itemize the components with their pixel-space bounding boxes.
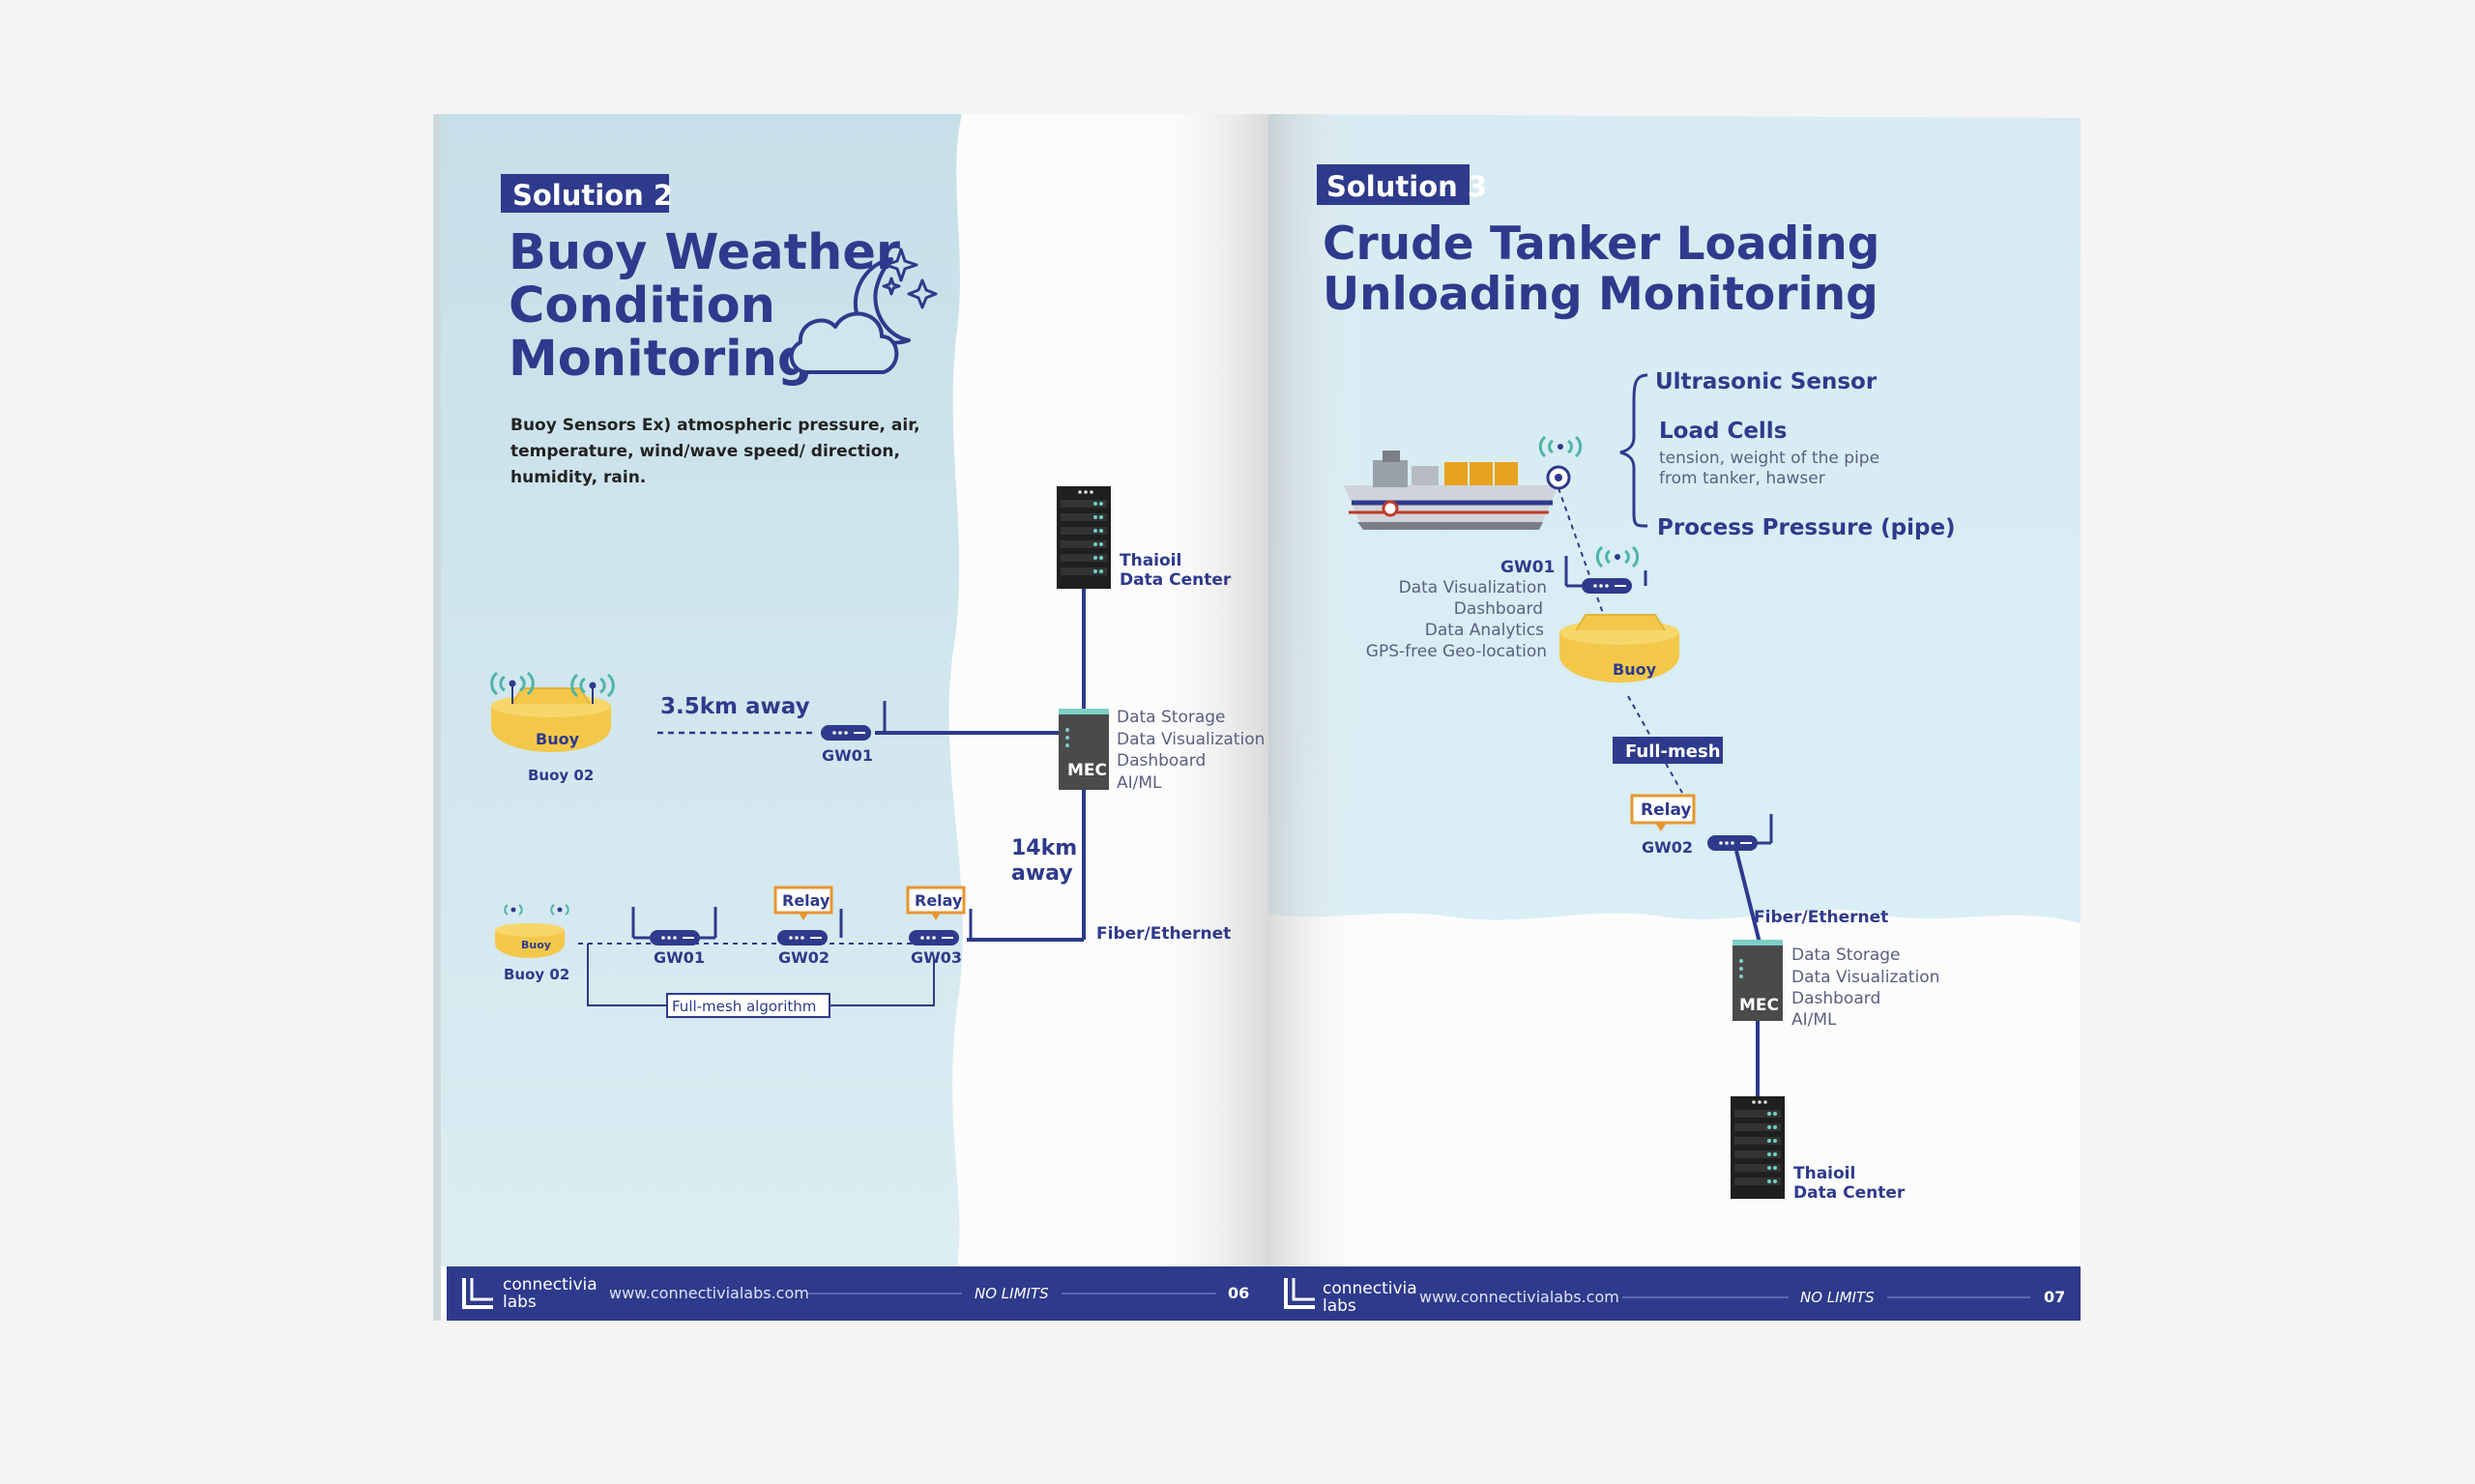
buoy-label: Buoy <box>1613 660 1657 679</box>
buoy-icon <box>490 671 615 752</box>
fiber-label: Fiber/Ethernet <box>1096 924 1231 944</box>
brand-name: connectivia <box>1323 1279 1417 1298</box>
gw01-router-icon <box>1581 577 1633 595</box>
gw01-label: GW01 <box>1500 558 1555 577</box>
gw02-label: GW02 <box>778 948 830 967</box>
mec-feature-3: Dashboard <box>1117 751 1206 771</box>
fullmesh-badge <box>1613 737 1723 764</box>
page-number: 06 <box>1228 1284 1249 1302</box>
brand-name-suffix: labs <box>1323 1296 1356 1316</box>
buoy-icon <box>1559 614 1679 683</box>
gw03-label: GW03 <box>911 948 962 967</box>
mec-feature-3: Dashboard <box>1791 989 1880 1008</box>
buoy-small-label: Buoy <box>521 939 551 951</box>
mec-feature-2: Data Visualization <box>1791 968 1939 987</box>
solution-badge <box>501 174 669 213</box>
mec-feature-1: Data Storage <box>1117 708 1226 727</box>
footer-slogan: NO LIMITS <box>975 1285 1049 1302</box>
fiber-label: Fiber/Ethernet <box>1754 908 1888 927</box>
gw01-label: GW01 <box>822 746 873 765</box>
footer-slogan: NO LIMITS <box>1800 1289 1875 1306</box>
gw03-router-icon <box>908 929 960 946</box>
moon-cloud-stars-icon <box>789 247 938 374</box>
distance-label-2a: 14km <box>1011 836 1077 860</box>
page-title-line-2: Unloading Monitoring <box>1323 268 1878 321</box>
right-page <box>1268 114 2081 1321</box>
gw01-router-icon <box>820 724 872 742</box>
relay-label: Relay <box>915 891 963 910</box>
datacenter-server-icon <box>1057 486 1111 589</box>
right-footer: connectivia labs www.connectivialabs.com… <box>1268 1266 2081 1321</box>
sensor-loadcells-desc-1: tension, weight of the pipe <box>1659 449 1879 468</box>
buoy-small-caption: Buoy 02 <box>504 966 569 983</box>
page-title-line-1: Buoy Weather <box>509 224 900 281</box>
buoy-caption: Buoy 02 <box>528 767 594 784</box>
gw01-antenna-icon <box>1595 545 1640 568</box>
distance-label: 3.5km away <box>660 694 810 719</box>
mec-feature-4: AI/ML <box>1117 773 1162 793</box>
gw01-feature-4: GPS-free Geo-location <box>1366 642 1547 661</box>
gw01-feature-3: Data Analytics <box>1425 621 1544 640</box>
datacenter-label-2: Data Center <box>1120 570 1232 590</box>
footer-url[interactable]: www.connectivialabs.com <box>609 1284 809 1302</box>
brand-logo-icon <box>1284 1278 1315 1309</box>
gw02-router-icon <box>1706 834 1759 852</box>
mec-feature-4: AI/ML <box>1791 1010 1837 1030</box>
relay-label: Relay <box>1641 800 1691 820</box>
relay-badge <box>773 886 833 915</box>
tanker-ship-icon <box>1344 451 1571 530</box>
sensor-bracket <box>1619 373 1648 528</box>
gw02-label: GW02 <box>1642 838 1693 857</box>
page-number: 07 <box>2044 1288 2065 1306</box>
brand-name: connectivia <box>503 1275 597 1295</box>
gw01-feature-1: Data Visualization <box>1399 578 1547 597</box>
datacenter-label-1: Thaioil <box>1120 551 1181 570</box>
ship-antenna-icon <box>1538 435 1583 458</box>
page-title-line-1: Crude Tanker Loading <box>1323 218 1879 271</box>
buoy-label: Buoy <box>536 730 580 748</box>
sensor-loadcells-desc-2: from tanker, hawser <box>1659 469 1825 488</box>
mec-feature-2: Data Visualization <box>1117 730 1265 749</box>
distance-label-2b: away <box>1011 861 1073 886</box>
buoy-small-icon <box>495 904 569 958</box>
mec-label: MEC <box>1067 761 1107 780</box>
brand-name-suffix: labs <box>503 1293 537 1312</box>
gw01-feature-2: Dashboard <box>1454 599 1543 619</box>
datacenter-server-icon <box>1731 1096 1785 1199</box>
sensor-pressure: Process Pressure (pipe) <box>1657 515 1956 540</box>
fullmesh-box <box>666 993 830 1018</box>
relay-label: Relay <box>782 891 830 910</box>
gw01-router-icon <box>649 929 701 946</box>
fullmesh-label: Full-mesh algorithm <box>672 998 816 1015</box>
brand-logo-icon <box>462 1278 493 1309</box>
solution-badge-label: Solution 3 <box>1326 170 1487 203</box>
gw01-label-bottom: GW01 <box>654 948 705 967</box>
sensor-loadcells: Load Cells <box>1659 419 1787 444</box>
datacenter-label-2: Data Center <box>1793 1183 1906 1203</box>
description-line-1: Buoy Sensors Ex) atmospheric pressure, a… <box>510 416 920 435</box>
solution-badge-label: Solution 2 <box>512 179 673 212</box>
left-footer: connectivia labs www.connectivialabs.com… <box>447 1266 1268 1321</box>
page-title-line-3: Monitoring <box>509 331 812 388</box>
datacenter-label-1: Thaioil <box>1793 1164 1855 1183</box>
page-title-line-2: Condition <box>509 277 775 335</box>
mec-label: MEC <box>1739 996 1779 1015</box>
description-line-2: temperature, wind/wave speed/ direction, <box>510 442 900 461</box>
solution-badge <box>1317 164 1470 205</box>
gw02-router-icon <box>776 929 829 946</box>
fullmesh-label: Full-mesh <box>1625 742 1721 762</box>
footer-url[interactable]: www.connectivialabs.com <box>1419 1288 1619 1306</box>
description-line-3: humidity, rain. <box>510 468 646 487</box>
sensor-ultrasonic: Ultrasonic Sensor <box>1655 369 1878 394</box>
mec-feature-1: Data Storage <box>1791 946 1901 965</box>
